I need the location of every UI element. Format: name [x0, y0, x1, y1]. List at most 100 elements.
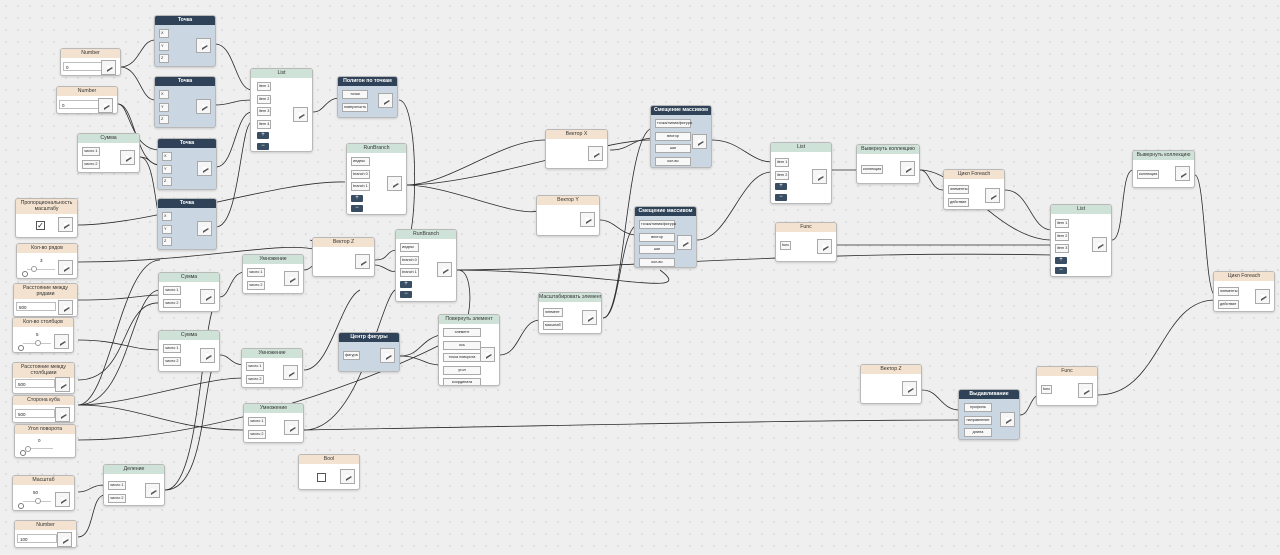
vector-x-node[interactable]: Вектор X: [545, 129, 608, 169]
port-z[interactable]: Z: [162, 177, 172, 186]
scale-node[interactable]: Масштаб 50: [12, 475, 75, 511]
port-item2[interactable]: item 2: [257, 94, 272, 104]
play-icon[interactable]: [380, 348, 395, 363]
port-func[interactable]: func: [1041, 385, 1053, 394]
play-icon[interactable]: [480, 347, 495, 362]
port-number1[interactable]: число 1: [247, 268, 265, 277]
func-node-1[interactable]: Func func: [775, 222, 837, 262]
func-node-2[interactable]: Func func: [1036, 366, 1098, 406]
play-icon[interactable]: [900, 161, 915, 176]
proportional-node[interactable]: Пропорциональность масштабу ✓: [15, 198, 78, 238]
port-func[interactable]: func: [780, 241, 792, 250]
add-port-button[interactable]: +: [351, 194, 363, 202]
rows-distance-input[interactable]: 500: [16, 302, 56, 311]
port-branch0[interactable]: branch 0: [351, 169, 370, 179]
port-points[interactable]: точки: [342, 90, 369, 99]
play-icon[interactable]: [588, 146, 603, 161]
port-x[interactable]: X: [162, 212, 172, 221]
add-port-button[interactable]: +: [775, 183, 787, 190]
port-z[interactable]: Z: [162, 237, 172, 246]
angle-slider[interactable]: [25, 448, 53, 449]
port-coordinate[interactable]: координата: [443, 378, 481, 385]
play-icon[interactable]: [57, 532, 72, 547]
port-item1[interactable]: item 1: [775, 158, 790, 167]
port-number2[interactable]: число 2: [247, 280, 265, 290]
port-action[interactable]: действие: [1218, 299, 1240, 309]
vector-z-node-1[interactable]: Вектор Z: [312, 237, 375, 277]
port-number1[interactable]: число 1: [163, 286, 181, 295]
radio-icon[interactable]: [18, 503, 24, 509]
port-direction[interactable]: направление: [964, 415, 992, 425]
play-icon[interactable]: [293, 107, 308, 122]
remove-port-button[interactable]: −: [351, 205, 363, 212]
columns-distance-input[interactable]: 500: [15, 379, 55, 388]
port-element[interactable]: элемент: [543, 308, 563, 317]
port-element[interactable]: элемент: [443, 328, 481, 337]
play-icon[interactable]: [283, 365, 298, 380]
port-count[interactable]: кол-во: [655, 156, 691, 166]
port-number2[interactable]: число 2: [248, 429, 266, 439]
rows-count-node[interactable]: Кол-во рядов 3: [16, 243, 78, 279]
port-angle[interactable]: угол: [443, 365, 481, 375]
slider-knob[interactable]: [31, 266, 37, 272]
radio-icon[interactable]: [22, 271, 28, 277]
port-item3[interactable]: item 3: [257, 107, 272, 116]
play-icon[interactable]: [120, 150, 135, 165]
list-node-2[interactable]: List item 1 item 2 + −: [770, 142, 832, 204]
columns-count-node[interactable]: Кол-во столбцов 5: [12, 317, 74, 353]
cube-side-node[interactable]: Сторона куба 500: [12, 395, 75, 423]
port-item1[interactable]: item 1: [257, 82, 272, 91]
list-node-3[interactable]: List item 1 item 2 item 3 + −: [1050, 204, 1112, 277]
port-item1[interactable]: item 1: [1055, 219, 1070, 228]
port-geometry[interactable]: точка/линия/фигура: [639, 220, 676, 229]
port-number1[interactable]: число 1: [108, 481, 126, 490]
extrude-node[interactable]: Выдавливание профиль направление длина: [958, 389, 1020, 440]
port-step[interactable]: шаг: [639, 245, 675, 254]
port-number2[interactable]: число 2: [246, 374, 264, 384]
play-icon[interactable]: [284, 420, 299, 435]
port-action[interactable]: действие: [948, 197, 970, 207]
port-z[interactable]: Z: [159, 115, 169, 124]
play-icon[interactable]: [196, 38, 211, 53]
play-icon[interactable]: [1078, 383, 1093, 398]
rows-slider[interactable]: [27, 269, 55, 270]
port-x[interactable]: X: [159, 90, 169, 99]
play-icon[interactable]: [902, 381, 917, 396]
columns-distance-node[interactable]: Расстояние между столбцами 500: [12, 362, 75, 394]
array-offset-node-2[interactable]: Смещение массивом точка/линия/фигура век…: [634, 206, 697, 268]
port-count[interactable]: кол-во: [639, 257, 675, 267]
port-length[interactable]: длина: [964, 428, 992, 437]
number-input[interactable]: 100: [17, 534, 57, 543]
port-number2[interactable]: число 2: [163, 298, 181, 308]
number-input[interactable]: 0: [63, 62, 103, 71]
port-step[interactable]: шаг: [655, 144, 691, 153]
port-number2[interactable]: число 2: [163, 356, 181, 366]
port-geometry[interactable]: точка/линия/фигура: [655, 119, 692, 128]
play-icon[interactable]: [58, 300, 73, 315]
port-collection[interactable]: коллекция: [861, 165, 884, 174]
play-icon[interactable]: [145, 483, 160, 498]
port-number1[interactable]: число 1: [248, 417, 266, 426]
play-icon[interactable]: [54, 334, 69, 349]
number-node-3[interactable]: Number 100: [14, 520, 77, 548]
port-index[interactable]: индекс: [351, 157, 370, 166]
port-index[interactable]: индекс: [400, 243, 419, 252]
play-icon[interactable]: [378, 93, 393, 108]
remove-port-button[interactable]: −: [400, 291, 412, 298]
remove-port-button[interactable]: −: [257, 142, 269, 150]
port-elements[interactable]: элементы: [948, 185, 970, 194]
slider-knob[interactable]: [35, 340, 41, 346]
runbranch-node-1[interactable]: RunBranch индекс branch 0 branch 1 + −: [346, 143, 407, 215]
add-port-button[interactable]: +: [257, 132, 269, 139]
radio-icon[interactable]: [20, 450, 26, 456]
play-icon[interactable]: [985, 188, 1000, 203]
play-icon[interactable]: [1255, 289, 1270, 304]
number-node-1[interactable]: Number 0: [60, 48, 121, 76]
slider-knob[interactable]: [25, 446, 31, 452]
